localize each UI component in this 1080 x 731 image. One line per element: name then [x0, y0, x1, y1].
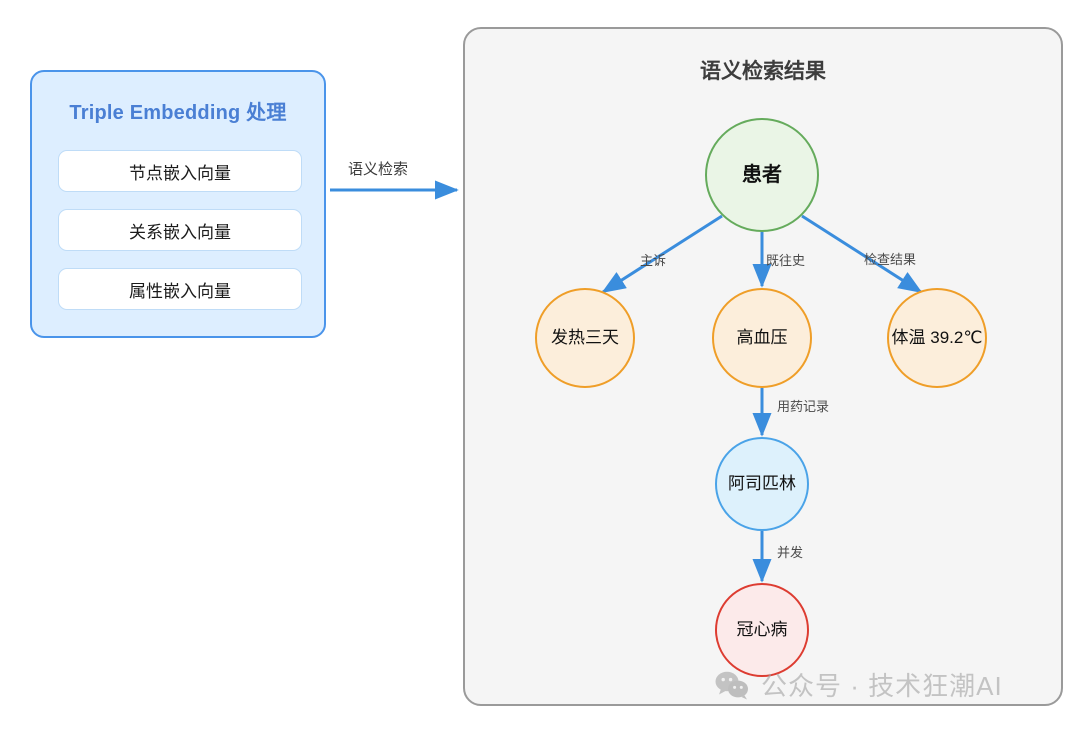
graph-node-patient[interactable]: 患者 — [705, 118, 819, 232]
embedding-item-node-vector[interactable]: 节点嵌入向量 — [58, 150, 302, 192]
graph-node-aspirin[interactable]: 阿司匹林 — [715, 437, 809, 531]
graph-node-fever[interactable]: 发热三天 — [535, 288, 635, 388]
triple-embedding-title: Triple Embedding 处理 — [69, 102, 287, 124]
embedding-item-label: 关系嵌入向量 — [129, 222, 231, 242]
graph-node-coronary-heart-disease[interactable]: 冠心病 — [715, 583, 809, 677]
edge-label-medication-record: 用药记录 — [777, 399, 830, 414]
triple-embedding-panel: Triple Embedding 处理 节点嵌入向量 关系嵌入向量 属性嵌入向量 — [30, 70, 326, 338]
watermark-text: 公众号 · 技术狂潮AI — [761, 671, 1003, 701]
semantic-retrieval-connector-label: 语义检索 — [348, 161, 409, 178]
embedding-item-relation-vector[interactable]: 关系嵌入向量 — [58, 209, 302, 251]
embedding-item-label: 节点嵌入向量 — [129, 163, 231, 183]
watermark: 公众号 · 技术狂潮AI — [715, 666, 1003, 703]
edge-label-chief-complaint: 主诉 — [640, 253, 667, 268]
embedding-item-attribute-vector[interactable]: 属性嵌入向量 — [58, 268, 302, 310]
edge-label-past-history: 既往史 — [766, 253, 806, 268]
graph-node-temperature[interactable]: 体温 39.2℃ — [887, 288, 987, 388]
graph-node-hypertension[interactable]: 高血压 — [712, 288, 812, 388]
result-panel-title: 语义检索结果 — [700, 60, 826, 83]
wechat-icon — [715, 671, 748, 699]
embedding-item-label: 属性嵌入向量 — [129, 281, 231, 301]
edge-label-exam-result: 检查结果 — [864, 252, 917, 267]
edge-label-complication: 并发 — [777, 545, 804, 560]
